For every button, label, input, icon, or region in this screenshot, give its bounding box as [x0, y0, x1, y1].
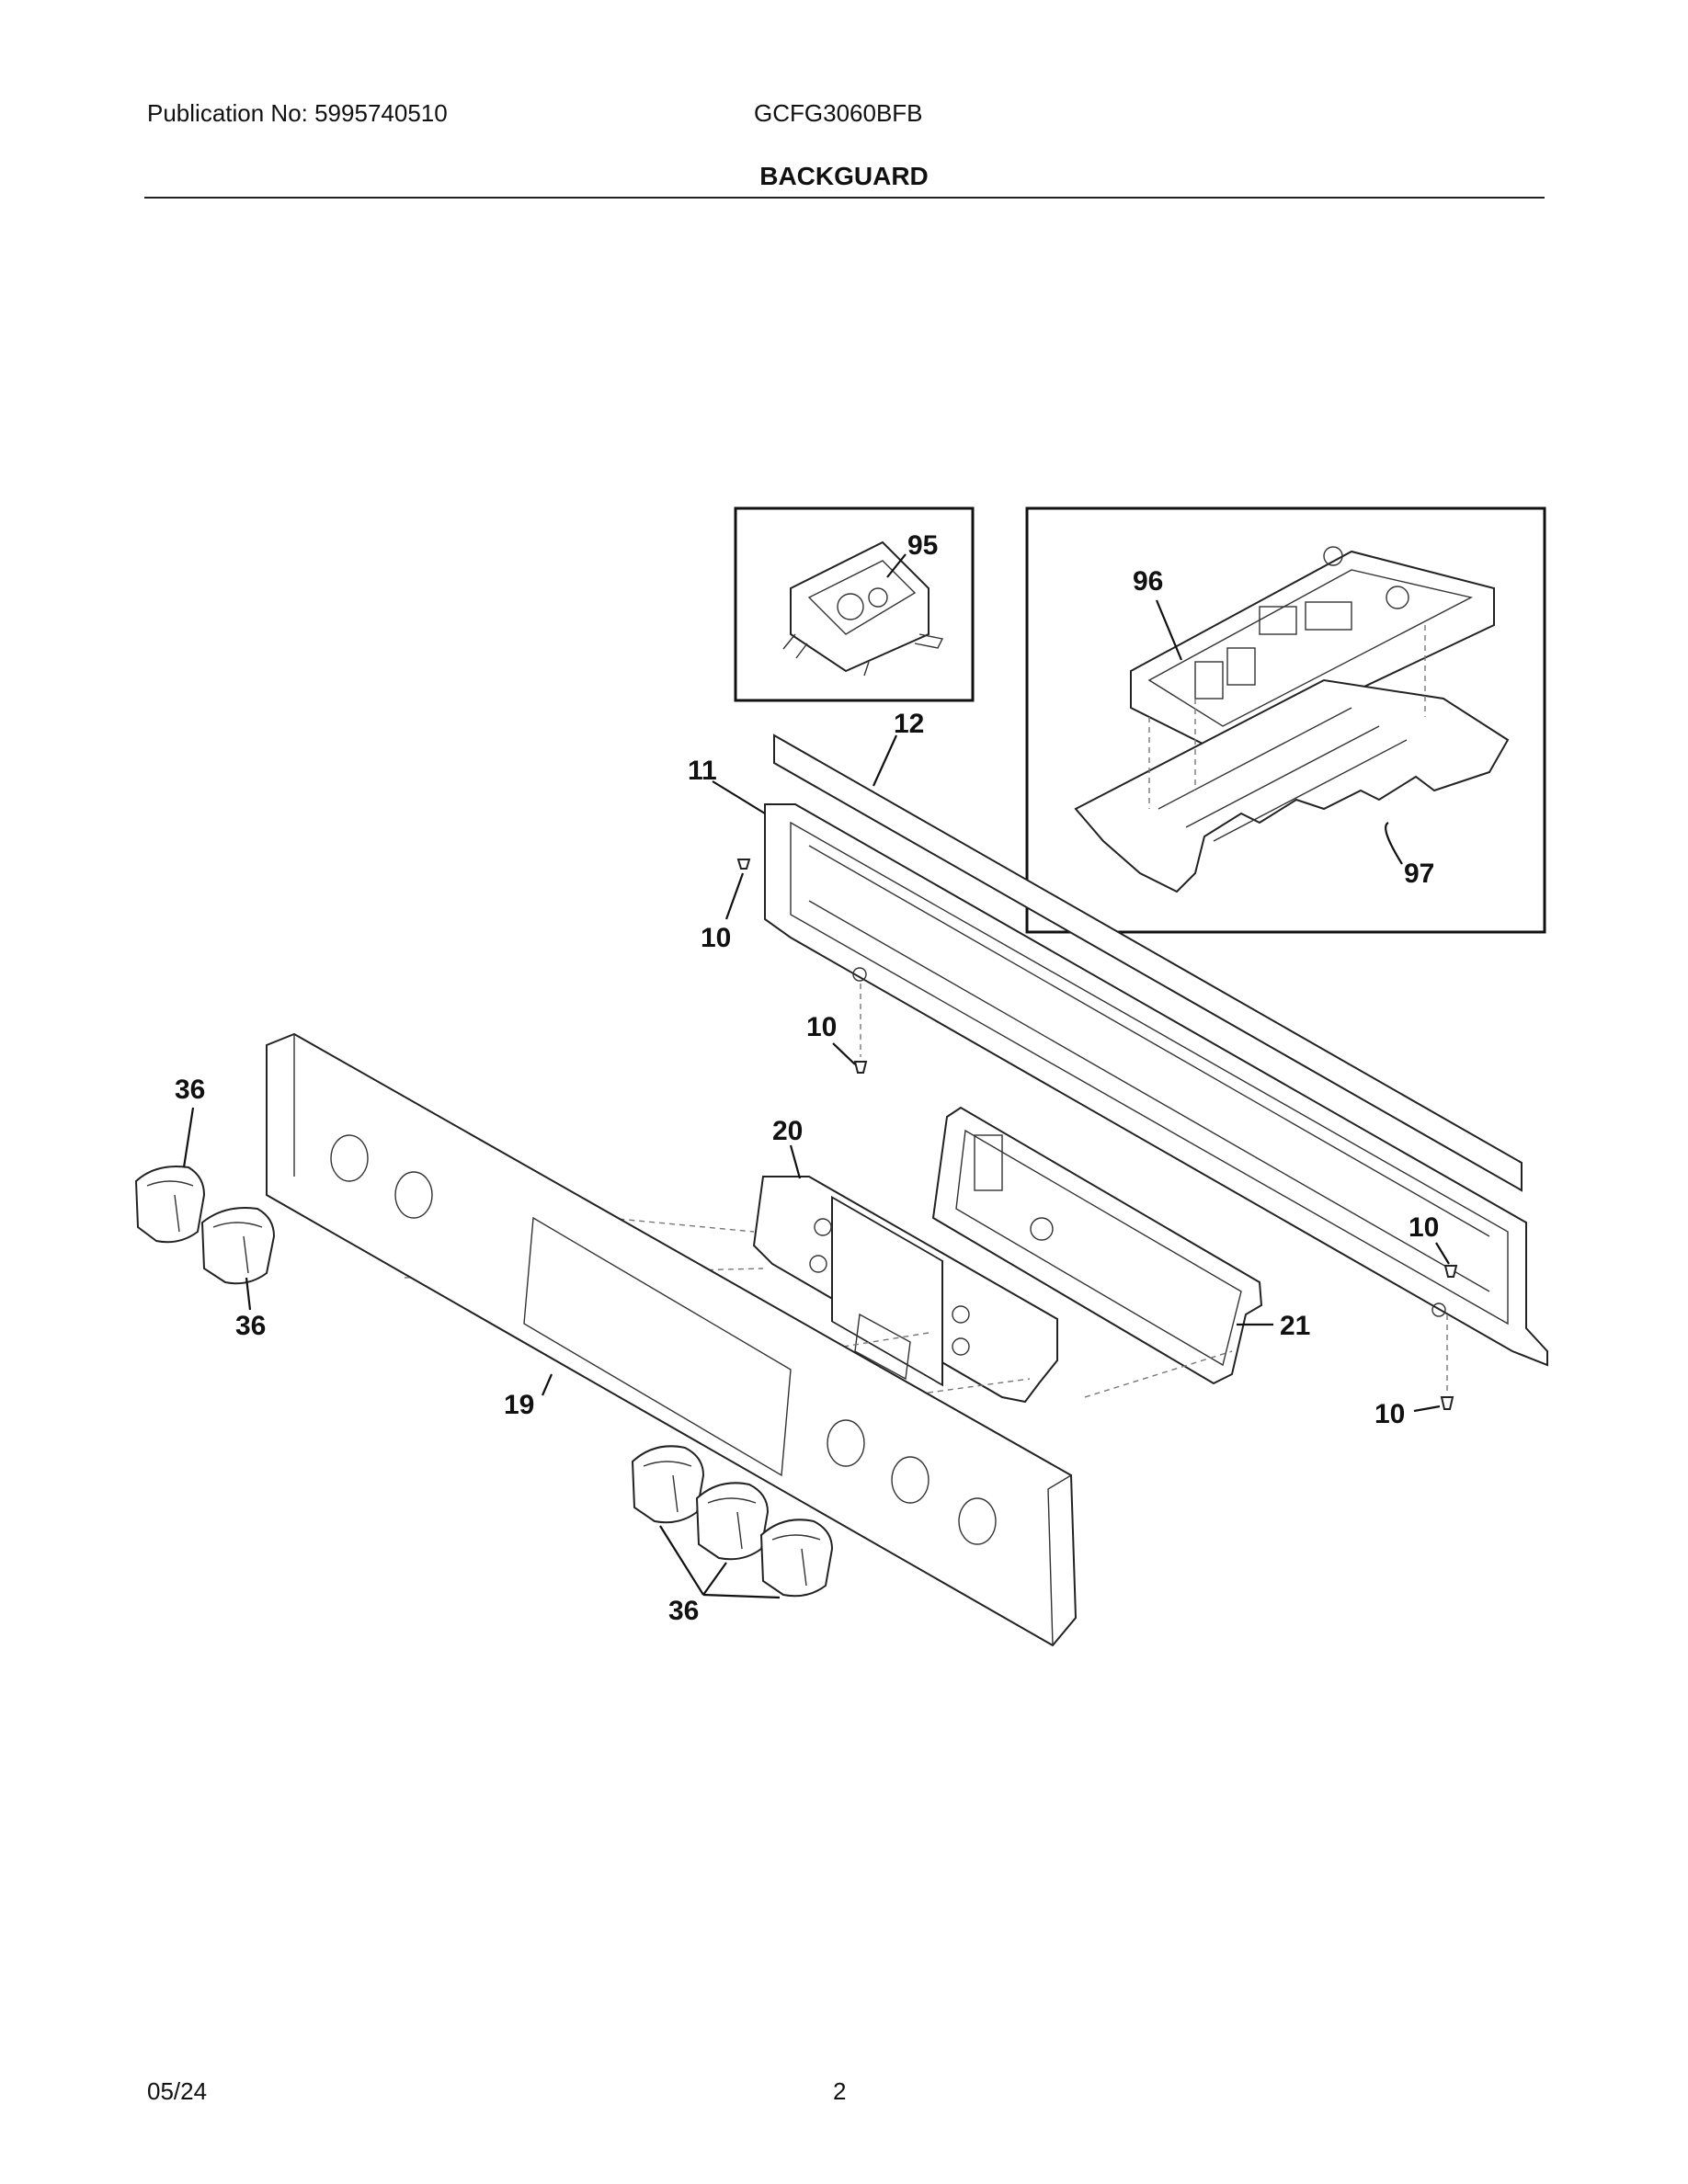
footer-date: 05/24	[147, 2077, 208, 2105]
screw-10-middle[interactable]	[853, 1061, 868, 1074]
knob-36-lower-2[interactable]	[695, 1482, 770, 1561]
control-panel-19[interactable]	[266, 1032, 1078, 1647]
knob-hole-4	[891, 1456, 930, 1504]
knob-hole-2	[394, 1171, 433, 1219]
callout-20: 20	[772, 1116, 803, 1146]
ui-board-20[interactable]	[752, 1176, 1058, 1404]
page-number: 2	[833, 2077, 847, 2105]
callout-36-c: 36	[668, 1596, 699, 1626]
callout-19: 19	[504, 1390, 534, 1420]
control-board-96[interactable]	[1130, 546, 1495, 756]
knob-hole-5	[958, 1497, 997, 1545]
section-title: BACKGUARD	[759, 162, 929, 190]
callout-12: 12	[894, 709, 924, 739]
top-trim-12[interactable]	[773, 734, 1523, 1192]
callout-21: 21	[1280, 1311, 1310, 1341]
screw-10-bottom[interactable]	[1440, 1396, 1454, 1410]
callout-10-b: 10	[806, 1012, 837, 1042]
callout-10-c: 10	[1409, 1212, 1439, 1243]
knob-hole-1	[330, 1134, 369, 1182]
screw-10-right[interactable]	[1443, 1265, 1458, 1278]
model-number: GCFG3060BFB	[754, 99, 923, 127]
rear-bracket-21[interactable]	[931, 1106, 1263, 1385]
power-board-95[interactable]	[782, 540, 944, 677]
knob-hole-3	[827, 1419, 865, 1467]
callout-36-b: 36	[235, 1311, 266, 1341]
header-divider	[144, 197, 1545, 199]
knob-36-upper-2[interactable]	[200, 1207, 276, 1285]
publication-number: Publication No: 5995740510	[147, 99, 448, 127]
inset-box-95: 95	[734, 506, 975, 702]
knob-36-upper-1[interactable]	[134, 1166, 206, 1244]
callout-10-a: 10	[701, 923, 731, 953]
callout-96: 96	[1133, 566, 1163, 597]
callout-10-d: 10	[1374, 1399, 1405, 1429]
callout-95: 95	[907, 530, 938, 561]
knob-36-lower-3[interactable]	[759, 1519, 834, 1598]
display-window	[523, 1216, 792, 1477]
callout-36-a: 36	[175, 1075, 205, 1105]
backguard-housing-11[interactable]	[764, 803, 1548, 1367]
screw-10-left[interactable]	[736, 859, 751, 870]
callout-11: 11	[688, 756, 717, 786]
mounting-bracket-97[interactable]	[1074, 625, 1510, 893]
callout-97: 97	[1404, 859, 1434, 889]
knob-36-lower-1[interactable]	[631, 1445, 705, 1524]
inset-box-96-97: 96 97	[1025, 506, 1546, 934]
